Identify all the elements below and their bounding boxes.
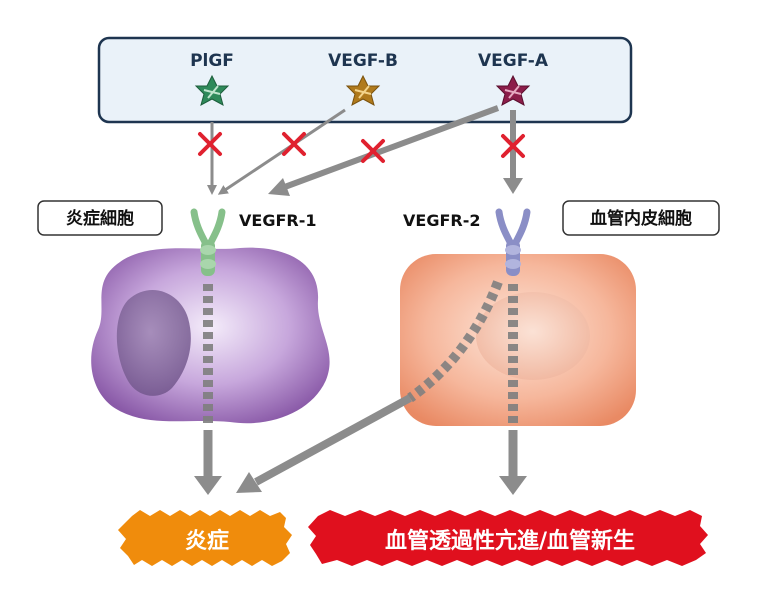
vegfa-label: VEGF-A: [478, 51, 549, 71]
arrow-vegfa-to-vegfr1: [268, 105, 500, 196]
arrow-vegfb-to-vegfr1: [217, 108, 346, 195]
angiogenesis-badge: 血管透過性亢進/血管新生: [308, 510, 708, 566]
endothelial-cell: [400, 254, 636, 426]
vegfr1-receptor-icon: [190, 208, 226, 276]
endothelial-cell-label: 血管内皮細胞: [590, 208, 692, 229]
endothelial-cell-label-box: [562, 200, 720, 236]
endothelial-cell-nucleus: [476, 292, 590, 380]
angiogenesis-label: 血管透過性亢進/血管新生: [385, 528, 635, 554]
vegfa-star-icon: [495, 74, 531, 107]
inflammation-badge: 炎症: [118, 510, 292, 566]
vegfb-label: VEGF-B: [328, 51, 398, 71]
vegfr2-crosstalk-dashes: [407, 280, 503, 403]
inflammatory-cell-nucleus: [116, 289, 191, 396]
vegfr2-label: VEGFR-2: [403, 211, 480, 230]
vegfr2-receptor-icon: [495, 208, 531, 276]
block-x-icon: [198, 132, 222, 156]
plgf-label: PlGF: [190, 51, 234, 71]
plgf-star-icon: [194, 74, 230, 107]
arrow-vegfr2-to-inflammation: [236, 394, 412, 493]
inflammatory-cell-label: 炎症細胞: [66, 208, 134, 229]
vegfr1-label: VEGFR-1: [239, 211, 316, 230]
block-x-icon: [501, 134, 525, 158]
block-x-icon: [361, 139, 385, 163]
arrow-vegfr2-to-angiogenesis: [499, 430, 527, 495]
arrow-vegfr1-to-inflammation: [194, 430, 222, 495]
block-x-icon: [282, 132, 306, 156]
vegfb-star-icon: [345, 74, 381, 107]
inflammatory-cell-label-box: [37, 200, 163, 236]
inflammation-label: 炎症: [185, 528, 229, 554]
